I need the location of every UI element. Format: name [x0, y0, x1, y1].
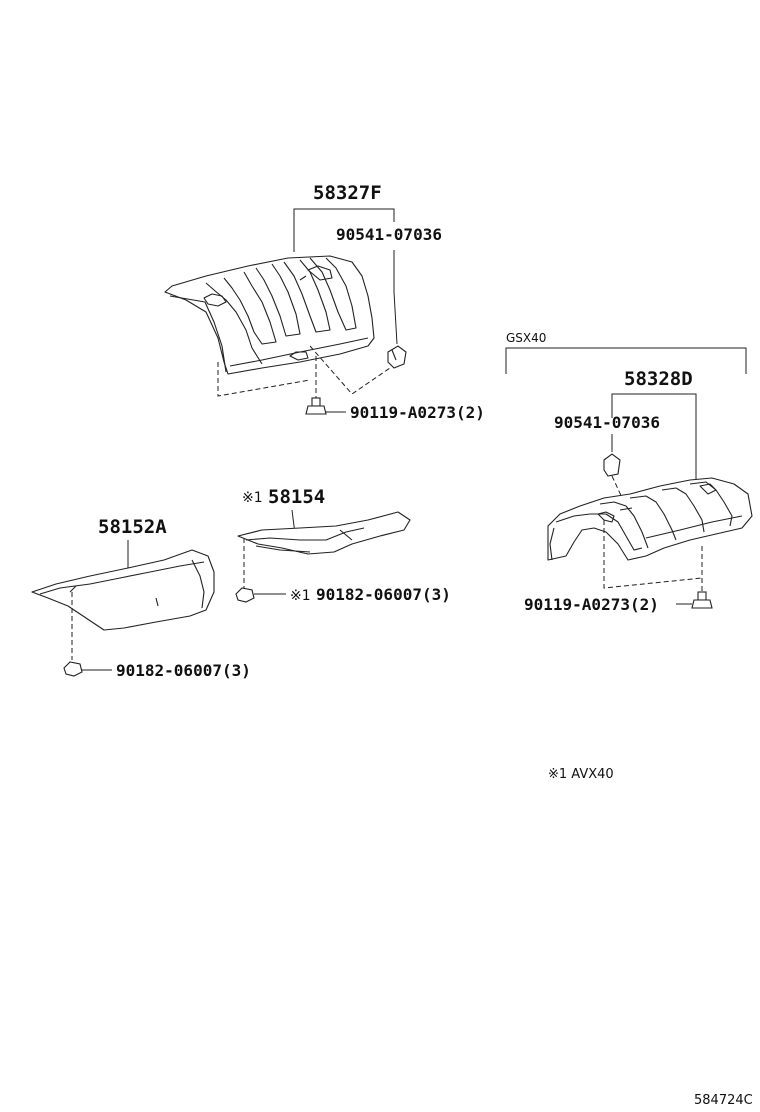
diagram-id: 584724C — [694, 1093, 753, 1108]
mark-58154[interactable]: ※1 — [242, 490, 263, 506]
legend-note: ※1 AVX40 — [548, 767, 614, 782]
heat-insulator-58327F[interactable] — [164, 255, 375, 375]
mark-90182[interactable]: ※1 — [290, 588, 311, 604]
clip-90541-top[interactable] — [387, 345, 407, 369]
label-90182-06007-bottom[interactable]: 90182-06007(3) — [116, 661, 251, 680]
label-90119-A0273-top[interactable]: 90119-A0273(2) — [350, 403, 485, 422]
bolt-90119-top[interactable] — [305, 397, 327, 415]
nut-90182-avx40[interactable] — [235, 587, 255, 603]
label-90541-07036-right[interactable]: 90541-07036 — [554, 413, 660, 432]
label-gsx40[interactable]: GSX40 — [506, 331, 546, 345]
label-58154[interactable]: 58154 — [268, 486, 325, 508]
bolt-90119-right[interactable] — [691, 591, 713, 609]
label-58152A[interactable]: 58152A — [98, 516, 167, 538]
leader-58327F — [293, 208, 395, 252]
nut-90182-bottom[interactable] — [63, 661, 83, 677]
dashed-mount-right — [603, 520, 703, 589]
dashed-mount-clip-right — [611, 475, 625, 503]
clip-90541-right[interactable] — [603, 453, 621, 477]
heat-insulator-58328D[interactable] — [547, 477, 753, 561]
label-58328D[interactable]: 58328D — [624, 368, 693, 390]
leader-90541-top — [393, 250, 398, 345]
leader-58328D — [611, 393, 697, 480]
label-90119-A0273-right[interactable]: 90119-A0273(2) — [524, 595, 659, 614]
bracket-gsx40 — [505, 347, 747, 374]
label-90541-07036-top[interactable]: 90541-07036 — [336, 225, 442, 244]
dashed-mount-left — [217, 362, 311, 397]
label-90182-06007-avx40[interactable]: 90182-06007(3) — [316, 585, 451, 604]
label-58327F[interactable]: 58327F — [313, 182, 382, 204]
heat-insulator-58154[interactable] — [237, 511, 411, 555]
heat-insulator-58152A[interactable] — [31, 549, 215, 631]
